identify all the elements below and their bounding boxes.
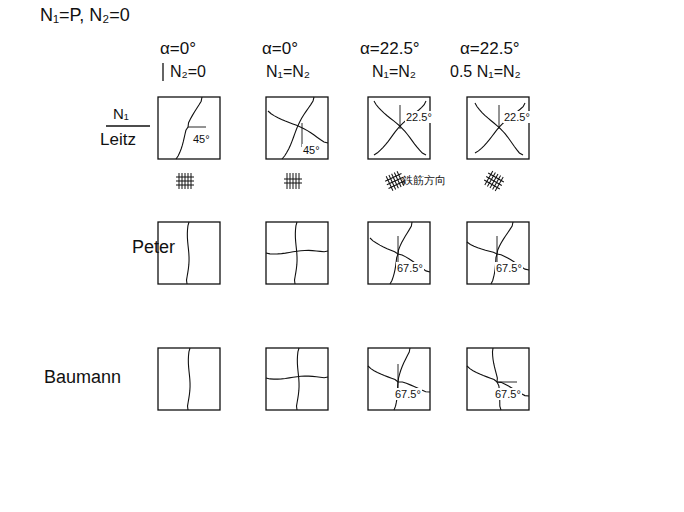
crack-line (266, 250, 328, 254)
crack-line (176, 97, 202, 159)
crack-line (295, 222, 298, 284)
load-header: 0.5 N₁=N₂ (450, 63, 521, 81)
panel-box (368, 348, 430, 410)
panel-box (467, 348, 529, 410)
reference-line (497, 236, 498, 262)
load-header: N₂=0 (170, 63, 206, 81)
panel-box (368, 222, 430, 284)
reference-line (398, 236, 399, 262)
angle-header: α=22.5° (360, 40, 420, 59)
angle-value: 22.5° (405, 111, 433, 123)
reference-line (400, 105, 401, 129)
crack-line (374, 101, 426, 155)
crack-line (297, 348, 300, 410)
rebar-direction-note: 鉄筋方向 (402, 174, 446, 186)
crack-line (394, 348, 410, 410)
load-line (106, 125, 150, 126)
load-header: N₁=N₂ (372, 63, 416, 81)
angle-header: α=0° (160, 40, 196, 59)
load-name: N₁ (113, 106, 129, 123)
panel-box (266, 222, 328, 284)
reference-line (398, 364, 399, 390)
panel-box (467, 97, 529, 159)
angle-value: 22.5° (503, 111, 531, 123)
reference-line (497, 382, 517, 383)
crack-line (268, 111, 328, 143)
panel-box (467, 222, 529, 284)
load-case-title: N₁=P, N₂=0 (40, 6, 130, 26)
angle-value: 67.5° (494, 388, 522, 400)
reference-line (499, 105, 500, 129)
angle-value: 45° (302, 144, 321, 156)
panel-box (368, 97, 430, 159)
theory-name: Leitz (100, 131, 136, 150)
crack-line (390, 222, 412, 284)
crack-line (374, 101, 426, 155)
rebar-symbol (284, 173, 302, 189)
theory-name: Peter (132, 238, 175, 258)
angle-value: 67.5° (396, 262, 424, 274)
rebar-symbol (176, 173, 194, 189)
angle-value: 45° (192, 133, 211, 145)
reference-line (188, 127, 206, 128)
rebar-symbol (482, 170, 506, 193)
angle-value: 67.5° (394, 388, 422, 400)
theory-name: Baumann (44, 368, 121, 388)
crack-line (266, 376, 328, 379)
panel-box (266, 97, 328, 159)
angle-header: α=22.5° (460, 40, 520, 59)
load-header: N₁=N₂ (266, 63, 310, 81)
load-bar (162, 63, 163, 81)
panel-box (158, 348, 220, 410)
crack-line (187, 222, 190, 284)
panel-box (266, 348, 328, 410)
angle-value: 67.5° (495, 262, 523, 274)
crack-line (188, 348, 191, 410)
angle-header: α=0° (262, 40, 298, 59)
panel-box (158, 97, 220, 159)
